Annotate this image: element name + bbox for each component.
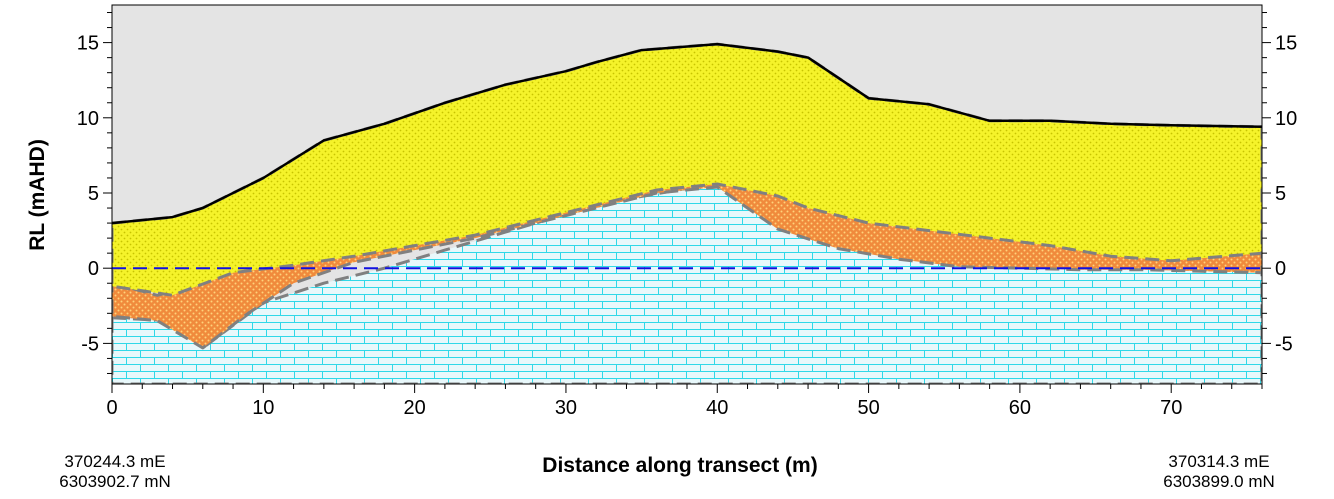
- y-tick-label-left: 0: [88, 258, 99, 280]
- limestone-layer: [112, 182, 1262, 384]
- start-easting: 370244.3 mE: [64, 452, 166, 471]
- x-tick-label: 60: [1009, 397, 1031, 419]
- start-northing: 6303902.7 mN: [59, 472, 171, 491]
- y-tick-label-right: 5: [1275, 183, 1286, 205]
- y-tick-label-right: 0: [1275, 258, 1286, 280]
- y-axis-label: RL (mAHD): [26, 139, 49, 251]
- end-northing: 6303899.0 mN: [1163, 472, 1275, 491]
- x-tick-label: 70: [1160, 397, 1182, 419]
- y-tick-label-left: 15: [77, 33, 99, 55]
- x-tick-label: 20: [404, 397, 426, 419]
- x-tick-label: 10: [252, 397, 274, 419]
- start-coordinates: 370244.3 mE 6303902.7 mN: [0, 452, 230, 492]
- ground-surface-line: [111, 42, 1263, 225]
- y-tick-label-right: 15: [1275, 33, 1297, 55]
- x-axis-label: Distance along transect (m): [542, 454, 818, 477]
- ground-surface-group: [111, 42, 1263, 225]
- y-tick-label-left: 10: [77, 108, 99, 130]
- x-tick-label: 30: [555, 397, 577, 419]
- x-tick-label: 50: [857, 397, 879, 419]
- x-tick-label: 0: [106, 397, 117, 419]
- x-tick-label: 40: [706, 397, 728, 419]
- y-tick-label-left: -5: [81, 333, 99, 355]
- y-tick-label-left: 5: [88, 183, 99, 205]
- y-tick-label-right: 10: [1275, 108, 1297, 130]
- y-tick-label-right: -5: [1275, 333, 1293, 355]
- end-coordinates: 370314.3 mE 6303899.0 mN: [1104, 452, 1334, 492]
- end-easting: 370314.3 mE: [1168, 452, 1270, 471]
- axes-group: 0 10 20 30 40 50 60 70 -5 -5 0 0 5 5 10 10 15 15: [77, 12, 1297, 419]
